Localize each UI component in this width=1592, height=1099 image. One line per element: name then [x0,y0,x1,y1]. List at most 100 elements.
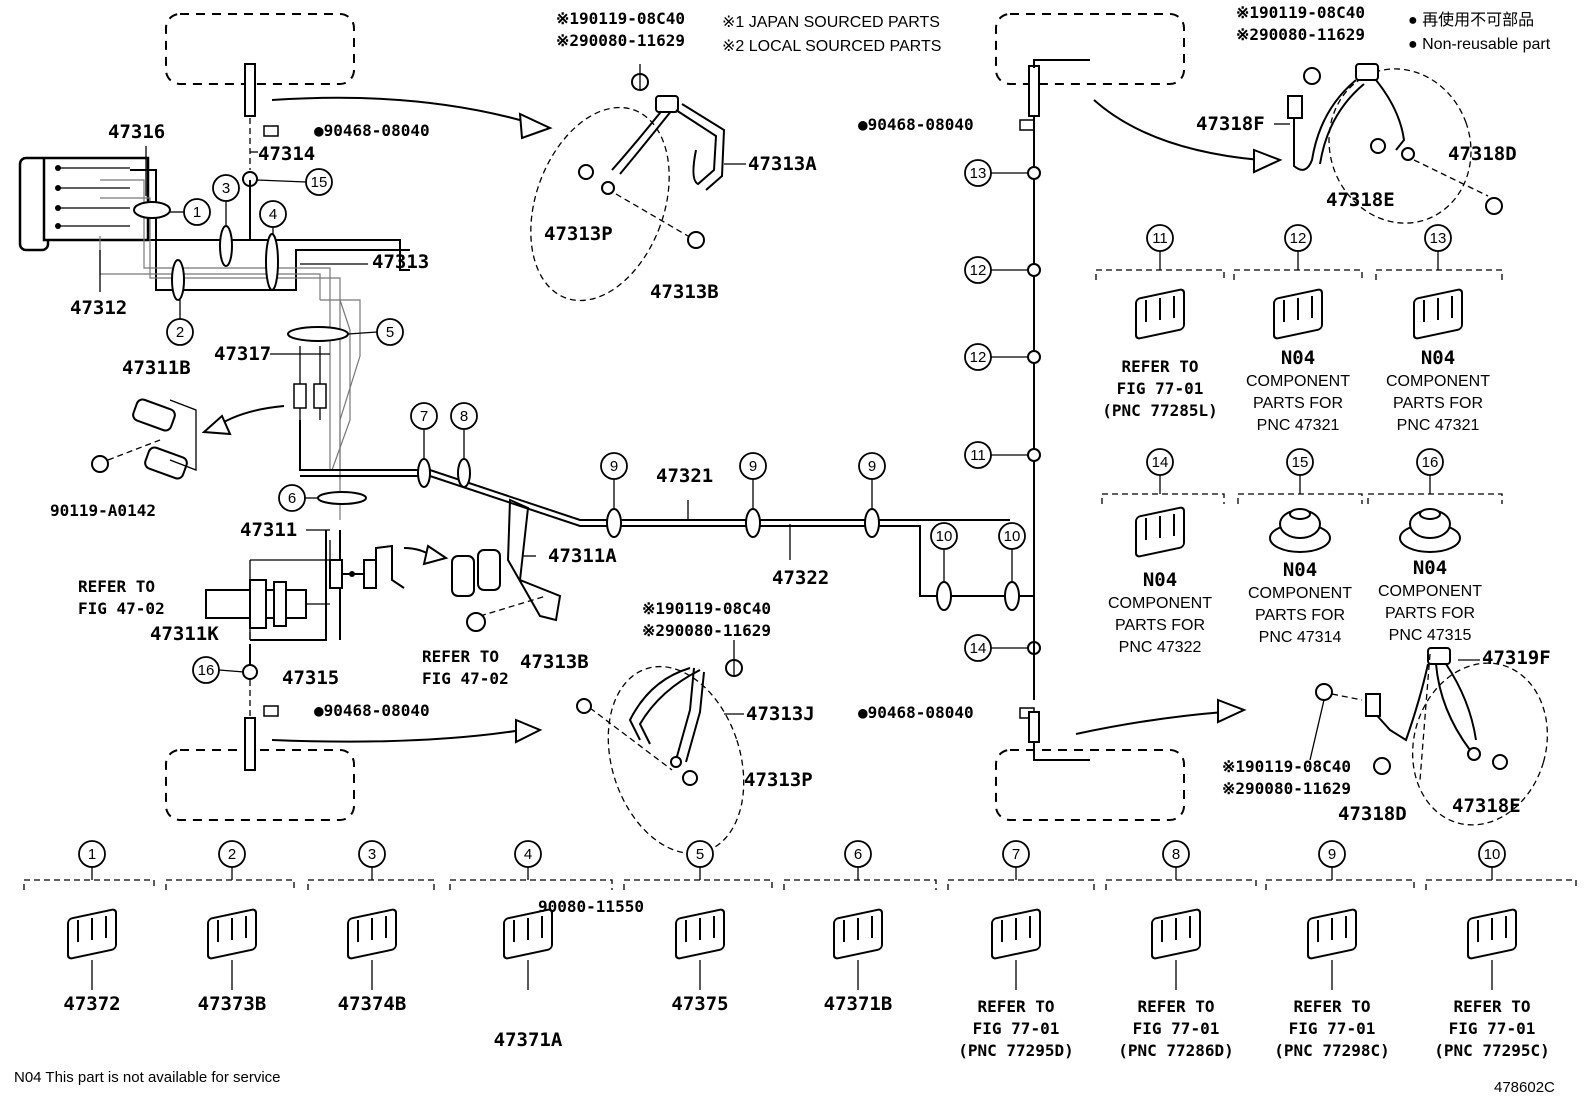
clamp-note-line: COMPONENT [1108,595,1212,612]
figure-id: 478602C [1494,1079,1555,1096]
clamp-refer-line: (PNC 77295D) [958,1041,1074,1060]
callout-number: 4 [524,846,532,863]
note-non-reusable-jp: ● 再使用不可部品 [1408,11,1534,29]
clamp-note-line: N04 [1413,557,1447,579]
main-callouts: 1 2 3 4 5 6 7 8 9 9 9 10 10 13 12 12 11 … [166,159,1026,684]
label-47321: 47321 [656,465,713,487]
hose-47319f-icon [1309,647,1548,826]
clamp-points-right [1027,59,1090,761]
callout-number: 9 [1328,846,1336,863]
clamp-note-line: REFER TO [1121,357,1198,376]
callout-12b-label: 12 [970,349,987,366]
clamp-refer-line: REFER TO [977,997,1054,1016]
clamp-part-icon [1273,288,1323,340]
clamp-part-icon [1307,908,1357,960]
note-japan-sourced: ※1 JAPAN SOURCED PARTS [722,14,940,31]
callout-4-label: 4 [269,206,277,223]
hose-fl-alt1: ※190119-08C40 [556,9,685,28]
hose-47318f-icon [1274,63,1503,224]
clamp-note-line: PARTS FOR [1253,395,1343,412]
hose-fr-part: 47318F [1196,113,1265,135]
group-bracket [1237,493,1363,504]
hose-fl-part: 47313A [748,153,817,175]
three-way-joint-icon [329,544,405,589]
front-left-wheel-box [165,13,355,85]
clamp-note-line: COMPONENT [1246,373,1350,390]
clamp-part-icon [207,908,257,960]
clamp-note-line: N04 [1283,559,1317,581]
refer-master-cylinder-1: REFER TO [78,577,155,596]
group-bracket [1265,879,1415,890]
callout-12a-label: 12 [970,262,987,279]
callout-number: 10 [1484,846,1501,863]
hose-fl-alt2: ※290080-11629 [556,31,685,50]
callout-number: 11 [1152,230,1168,247]
arrows [201,96,1283,744]
group-bracket [307,879,435,890]
callout-number: 13 [1430,230,1447,247]
callout-number: 6 [854,846,862,863]
label-90468-08040-d: ●90468-08040 [858,703,974,722]
hose-47313j-icon [576,640,745,855]
refer-bracket-2: FIG 47-02 [422,669,509,688]
clamp-refer-line: (PNC 77298C) [1274,1041,1390,1060]
hose-fr-clip: 47318E [1326,189,1395,211]
callout-5-label: 5 [386,324,394,341]
group-bracket [947,879,1095,890]
clamp-part-icon [675,908,725,960]
clamp-note-line: FIG 77-01 [1117,379,1204,398]
clamp-note-line: N04 [1281,347,1315,369]
clamp-refer-line: FIG 77-01 [1449,1019,1536,1038]
hose-rr-clip: 47318E [1452,795,1521,817]
abs-actuator-icon [18,156,150,252]
label-47315: 47315 [282,667,339,689]
clamp-part-icon [833,908,883,960]
clamp-note-line: PNC 47321 [1257,417,1340,434]
clamp-note-line: PARTS FOR [1115,617,1205,634]
group-bracket [1425,879,1577,890]
front-right-wheel-box [995,13,1185,85]
callout-number: 7 [1012,846,1020,863]
hose-fr-alt2: ※290080-11629 [1236,25,1365,44]
leader-lines [99,146,791,640]
label-47316: 47316 [108,121,165,143]
callout-number: 12 [1290,230,1307,247]
callout-number: 16 [1422,454,1439,471]
label-47317: 47317 [214,343,271,365]
clamp-part-icon [347,908,397,960]
callout-9b-label: 9 [749,458,757,475]
clamp-part: 47372 [63,993,120,1015]
label-90119-A0142: 90119-A0142 [50,501,156,520]
group-bracket [449,879,613,890]
clamp-refer-line: FIG 77-01 [973,1019,1060,1038]
clamp-note-line: COMPONENT [1248,585,1352,602]
left-side-pipe-taps [293,346,327,420]
note-non-reusable-en: ● Non-reusable part [1408,36,1551,53]
hose-rl-bolt: 47313B [520,651,589,673]
group-bracket [23,879,155,890]
label-90468-08040-b: ●90468-08040 [314,701,430,720]
clamp-refer-line: FIG 77-01 [1289,1019,1376,1038]
hose-fr-alt1: ※190119-08C40 [1236,3,1365,22]
clamp-part-icon [1269,508,1331,553]
clamp-note-line: PARTS FOR [1393,395,1483,412]
group-bracket [1095,269,1225,280]
rear-right-wheel-box [995,749,1185,821]
clamp-note-line: PARTS FOR [1385,605,1475,622]
callout-15-label: 15 [311,174,328,191]
callout-10b-label: 10 [1004,528,1021,545]
group-bracket [1101,493,1225,504]
clamp-part-icon [1413,288,1463,340]
hose-rr-alt2: ※290080-11629 [1222,779,1351,798]
clamp-part-icon [991,908,1041,960]
hose-rl-alt1: ※190119-08C40 [642,599,771,618]
callout-13-label: 13 [970,165,987,182]
callout-6-label: 6 [288,490,296,507]
